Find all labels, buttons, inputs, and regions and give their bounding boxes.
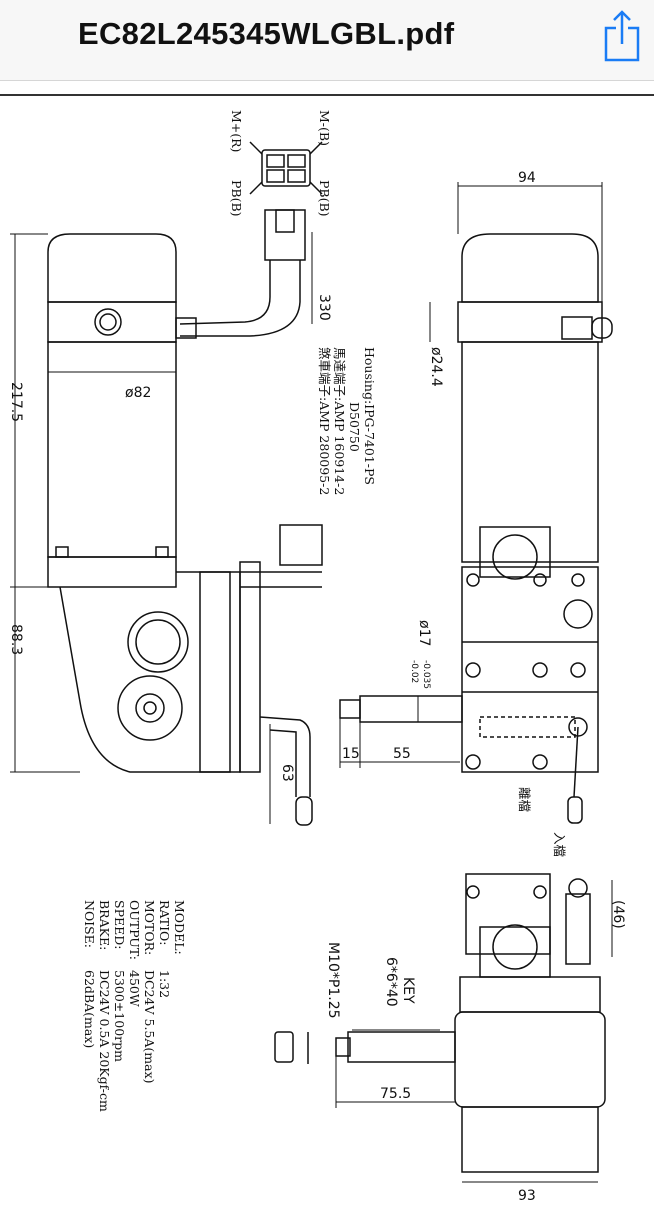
title-bar: EC82L245345WLGBL.pdf	[0, 0, 654, 81]
top-view-motor	[274, 873, 606, 1173]
label-pb-right: PB(B)	[317, 180, 332, 217]
pdf-page[interactable]: M+(R) M-(B) PB(B) PB(B) 217.5 88.3 ø82 3…	[0, 94, 654, 1204]
spec-label: SPEED:	[112, 900, 127, 949]
dim-width-top: 94	[518, 170, 536, 186]
housing-line-3: 馬達端子:AMP 160914-2	[332, 347, 347, 495]
right-dimension-lines	[339, 182, 603, 768]
spec-label: MOTOR:	[142, 900, 157, 955]
spec-label: OUTPUT:	[127, 900, 142, 960]
spec-value: 450W	[127, 970, 142, 1007]
label-pb-left: PB(B)	[229, 180, 244, 217]
housing-line-2: D50750	[347, 402, 362, 452]
side-view-motor	[47, 233, 323, 826]
spec-value: 5300±100rpm	[112, 970, 127, 1062]
dim-lever-46: (46)	[610, 900, 626, 929]
dim-cable-length: 330	[316, 294, 332, 321]
connector-labels: M+(R) M-(B) PB(B) PB(B)	[229, 110, 332, 217]
spec-value: 1:32	[157, 970, 172, 998]
dim-motor-length: 217.5	[8, 382, 24, 422]
housing-info: Housing:IPG-7401-PS D50750 馬達端子:AMP 1609…	[317, 347, 377, 495]
share-icon[interactable]	[604, 8, 640, 64]
housing-line-1: Housing:IPG-7401-PS	[362, 347, 377, 485]
dim-shaft-55: 55	[393, 746, 411, 762]
housing-line-4: 煞車端子:AMP 280095-2	[317, 347, 332, 495]
document-title: EC82L245345WLGBL.pdf	[78, 16, 455, 51]
spec-value: DC24V 0.5A 20Kgf-cm	[97, 970, 112, 1112]
label-m-minus: M-(B)	[317, 110, 332, 146]
dim-shaft-15: 15	[342, 746, 360, 762]
label-disengage: 離檔	[517, 787, 532, 812]
thread-spec: M10*P1.25	[325, 942, 341, 1019]
label-m-plus: M+(R)	[229, 110, 244, 152]
bottom-dimension-lines	[335, 880, 613, 1183]
spec-value: DC24V 5.5A(max)	[142, 970, 157, 1084]
spec-label: RATIO:	[157, 900, 172, 946]
dim-brake-diameter: ø24.4	[428, 347, 444, 387]
spec-value: 62dBA(max)	[82, 970, 97, 1048]
dim-shaft-tol-upper: -0.02	[409, 660, 419, 683]
dim-shaft-diameter: ø17	[416, 620, 432, 646]
spec-label: MODEL:	[172, 900, 187, 955]
dim-shaft-tol-lower: -0.035	[421, 660, 431, 689]
left-dimension-lines	[10, 232, 313, 824]
dim-gear-height: 88.3	[8, 624, 24, 655]
dim-lever-63: 63	[279, 764, 295, 782]
dim-shaft-75: 75.5	[380, 1086, 411, 1102]
dim-motor-diameter: ø82	[125, 385, 151, 401]
spec-label: BRAKE:	[97, 900, 112, 950]
key-size: 6*6*40	[383, 957, 399, 1007]
label-engage: 入檔	[552, 832, 567, 857]
spec-table: MODEL: RATIO: 1:32 MOTOR: DC24V 5.5A(max…	[82, 900, 187, 1112]
spec-label: NOISE:	[82, 900, 97, 948]
front-view-motor	[339, 233, 613, 824]
connector-drawing	[179, 141, 323, 337]
technical-drawing: M+(R) M-(B) PB(B) PB(B) 217.5 88.3 ø82 3…	[8, 110, 626, 1204]
key-label: KEY	[400, 977, 416, 1004]
